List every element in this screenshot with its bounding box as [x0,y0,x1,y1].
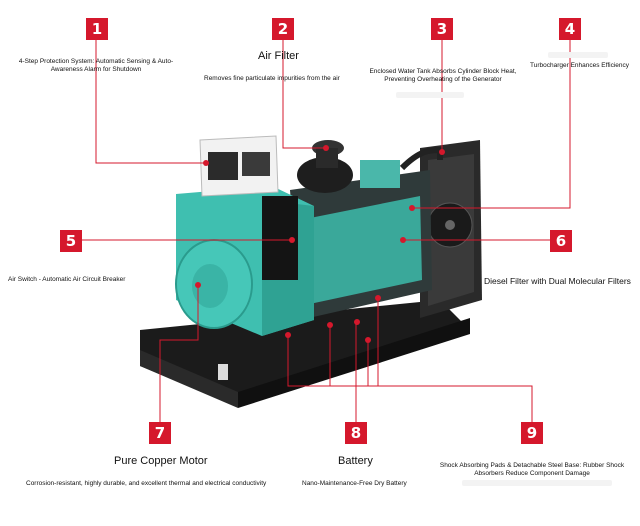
callout-number-9: 9 [521,422,543,444]
callout-number-7: 7 [149,422,171,444]
callout-1-caption: 4-Step Protection System: Automatic Sens… [18,58,174,73]
callout-2-caption: Removes fine particulate impurities from… [204,75,340,82]
leader-lines [82,40,571,422]
callout-6-title: Diesel Filter with Dual Molecular Filter… [484,276,631,286]
callout-3-caption: Enclosed Water Tank Absorbs Cylinder Blo… [369,68,517,83]
air-filter [297,157,353,193]
callout-4-caption: Turbocharger Enhances Efficiency [530,62,629,69]
faint-text-placeholder [462,480,612,486]
faint-text-placeholder [396,92,464,98]
callout-7-caption: Corrosion-resistant, highly durable, and… [26,480,267,487]
callout-8-caption: Nano-Maintenance-Free Dry Battery [302,480,407,487]
callout-number-8: 8 [345,422,367,444]
callout-number-6: 6 [550,230,572,252]
callout-number-2: 2 [272,18,294,40]
callout-2-title: Air Filter [258,50,299,62]
faint-text-placeholder [548,52,608,58]
control-panel [199,135,279,197]
callout-number-3: 3 [431,18,453,40]
callout-number-5: 5 [60,230,82,252]
callout-9-caption: Shock Absorbing Pads & Detachable Steel … [439,462,625,477]
callout-number-1: 1 [86,18,108,40]
callout-5-caption: Air Switch - Automatic Air Circuit Break… [8,276,126,283]
callout-8-title: Battery [338,455,373,467]
callout-7-title: Pure Copper Motor [114,455,208,467]
callout-number-4: 4 [559,18,581,40]
